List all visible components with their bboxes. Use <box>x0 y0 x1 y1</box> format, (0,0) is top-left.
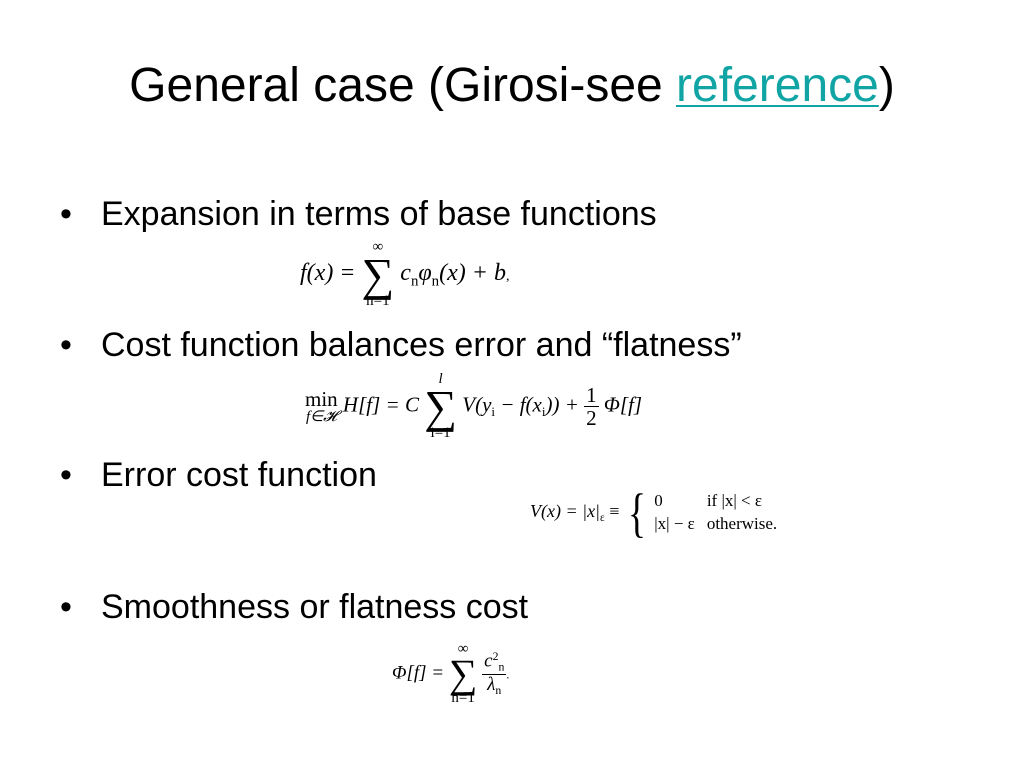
formula-error: V(x) = |x|ε ≡ { 0 if |x| < ε |x| − ε oth… <box>530 486 789 540</box>
one-half-fraction: 1 2 <box>584 383 599 431</box>
bullet-text: Error cost function <box>101 456 377 494</box>
formula-expansion: f(x) = ∞ ∑ n=1 cnφn(x) + b, <box>300 239 510 310</box>
bullet-error: • Error cost function <box>60 458 377 492</box>
bullet-text: Smoothness or flatness cost <box>101 588 529 626</box>
left-brace: { <box>627 483 646 543</box>
formula-lhs: f(x) = <box>300 260 356 287</box>
bullet-marker: • <box>60 588 72 626</box>
slide-title: General case (Girosi-see reference) <box>0 62 1024 110</box>
bullet-text: Cost function balances error and “flatne… <box>101 326 742 364</box>
piecewise-cases: 0 if |x| < ε |x| − ε otherwise. <box>654 491 778 533</box>
bullet-cost: • Cost function balances error and “flatn… <box>60 328 742 362</box>
formula-cost: min f∈𝓗 H[f] = C l ∑ i=1 V(yi − f(xi)) +… <box>305 371 643 442</box>
summation-symbol: ∞ ∑ n=1 <box>448 641 478 706</box>
summation-symbol: l ∑ i=1 <box>424 371 457 442</box>
reference-link[interactable]: reference <box>676 59 879 112</box>
bullet-marker: • <box>60 195 72 233</box>
title-prefix: General case (Girosi-see <box>129 59 677 112</box>
min-operator: min f∈𝓗 <box>305 386 338 425</box>
bullet-expansion: • Expansion in terms of base functions <box>60 197 657 231</box>
c-over-lambda-fraction: c2n λn <box>482 649 507 697</box>
summation-symbol: ∞ ∑ n=1 <box>361 239 395 310</box>
bullet-marker: • <box>60 456 72 494</box>
bullet-flatness: • Smoothness or flatness cost <box>60 590 528 624</box>
bullet-marker: • <box>60 326 72 364</box>
formula-flatness: Φ[f] = ∞ ∑ n=1 c2n λn . <box>392 641 510 706</box>
title-suffix: ) <box>878 59 895 112</box>
bullet-text: Expansion in terms of base functions <box>101 195 657 233</box>
